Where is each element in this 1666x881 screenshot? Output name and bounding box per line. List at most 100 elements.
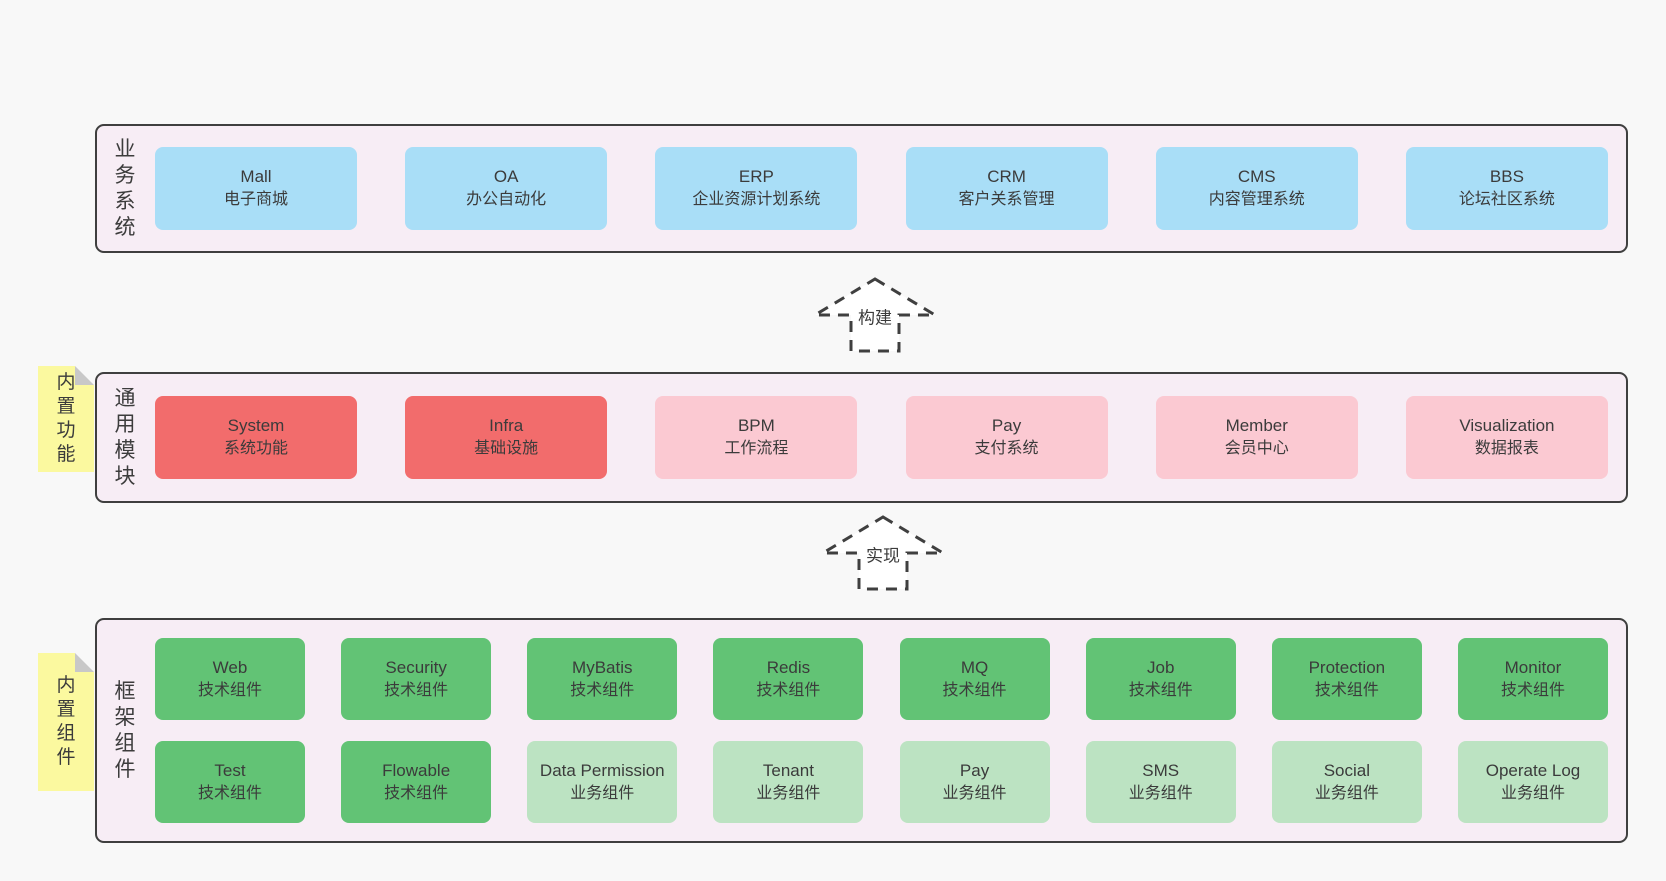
component-box-social: Social 业务组件 — [1271, 741, 1422, 823]
component-name: SMS — [1142, 760, 1180, 780]
component-name: CRM — [987, 167, 1026, 187]
component-box-erp: ERP 企业资源计划系统 — [655, 147, 858, 230]
component-name: Web — [212, 657, 248, 677]
component-box-pay: Pay 业务组件 — [899, 741, 1050, 823]
component-name: Job — [1146, 657, 1175, 677]
component-row: Mall 电子商城 OA 办公自动化 ERP 企业资源计划系统 CRM 客户关系管理 CMS 内容… — [155, 147, 1608, 230]
sticky-note-builtin-components: 内置组件 — [38, 653, 94, 791]
component-name: Mall — [240, 167, 272, 187]
component-desc: 技术组件 — [570, 681, 635, 699]
component-desc: 技术组件 — [197, 784, 262, 802]
component-desc: 企业资源计划系统 — [692, 191, 821, 209]
sticky-label: 内置组件 — [56, 675, 76, 768]
folded-corner-icon — [75, 653, 94, 672]
band-label-business-systems: 业务系统 — [114, 137, 136, 239]
component-desc: 业务组件 — [942, 784, 1007, 802]
component-desc: 技术组件 — [756, 681, 821, 699]
component-box-mq: MQ 技术组件 — [899, 638, 1050, 720]
component-box-monitor: Monitor 技术组件 — [1457, 638, 1608, 720]
component-name: Data Permission — [539, 760, 665, 780]
component-box-job: Job 技术组件 — [1085, 638, 1236, 720]
arrow-implement: 实现 — [820, 514, 946, 592]
folded-corner-icon — [75, 366, 94, 385]
component-box-visualization: Visualization 数据报表 — [1405, 396, 1608, 479]
component-name: Pay — [959, 760, 990, 780]
component-desc: 工作流程 — [724, 440, 789, 458]
component-desc: 技术组件 — [942, 681, 1007, 699]
component-desc: 技术组件 — [384, 784, 449, 802]
component-name: Redis — [766, 657, 811, 677]
component-name: Test — [214, 760, 246, 780]
component-desc: 业务组件 — [1128, 784, 1193, 802]
component-desc: 技术组件 — [197, 681, 262, 699]
component-desc: 会员中心 — [1224, 440, 1289, 458]
component-desc: 数据报表 — [1474, 440, 1539, 458]
component-desc: 技术组件 — [384, 681, 449, 699]
component-desc: 客户关系管理 — [958, 191, 1055, 209]
component-name: Social — [1323, 760, 1370, 780]
component-name: BBS — [1489, 167, 1524, 187]
sticky-label: 内置功能 — [56, 372, 76, 465]
component-box-tenant: Tenant 业务组件 — [713, 741, 864, 823]
arrow-implement-label: 实现 — [862, 540, 904, 568]
component-box-member: Member 会员中心 — [1155, 396, 1358, 479]
component-box-web: Web 技术组件 — [155, 638, 305, 720]
band-boxes: Mall 电子商城 OA 办公自动化 ERP 企业资源计划系统 CRM 客户关系管理 CMS 内容… — [155, 126, 1608, 251]
component-name: ERP — [738, 167, 774, 187]
component-desc: 业务组件 — [1500, 784, 1565, 802]
component-box-redis: Redis 技术组件 — [713, 638, 864, 720]
component-box-cms: CMS 内容管理系统 — [1155, 147, 1358, 230]
component-desc: 论坛社区系统 — [1458, 191, 1555, 209]
component-name: Infra — [489, 416, 524, 436]
component-name: System — [227, 416, 285, 436]
component-name: Protection — [1308, 657, 1386, 677]
component-box-mybatis: MyBatis 技术组件 — [527, 638, 678, 720]
component-name: OA — [493, 167, 519, 187]
component-box-sms: SMS 业务组件 — [1085, 741, 1236, 823]
band-label-common-modules: 通用模块 — [114, 386, 136, 488]
component-box-operate-log: Operate Log 业务组件 — [1457, 741, 1608, 823]
component-name: MyBatis — [572, 657, 633, 677]
component-name: Pay — [991, 416, 1022, 436]
band-business-systems: 业务系统 Mall 电子商城 OA 办公自动化 ERP 企业资源计划系统 CRM 客户关系管理… — [95, 124, 1628, 253]
component-box-pay: Pay 支付系统 — [905, 396, 1108, 479]
component-desc: 技术组件 — [1314, 681, 1379, 699]
component-name: CMS — [1237, 167, 1276, 187]
component-box-test: Test 技术组件 — [155, 741, 305, 823]
component-name: Tenant — [762, 760, 814, 780]
component-desc: 技术组件 — [1500, 681, 1565, 699]
component-box-crm: CRM 客户关系管理 — [905, 147, 1108, 230]
component-name: Operate Log — [1485, 760, 1581, 780]
component-desc: 办公自动化 — [466, 191, 547, 209]
component-desc: 电子商城 — [223, 191, 288, 209]
component-name: Member — [1225, 416, 1288, 436]
component-desc: 业务组件 — [756, 784, 821, 802]
component-box-mall: Mall 电子商城 — [155, 147, 357, 230]
band-label-framework-components: 框架组件 — [114, 679, 136, 781]
component-desc: 支付系统 — [974, 440, 1039, 458]
component-desc: 业务组件 — [1314, 784, 1379, 802]
arrow-build: 构建 — [812, 276, 938, 354]
arrow-build-label: 构建 — [854, 302, 896, 330]
component-name: Visualization — [1459, 416, 1555, 436]
component-box-oa: OA 办公自动化 — [405, 147, 608, 230]
component-desc: 技术组件 — [1128, 681, 1193, 699]
component-name: MQ — [960, 657, 989, 677]
component-name: Monitor — [1504, 657, 1562, 677]
component-box-bbs: BBS 论坛社区系统 — [1405, 147, 1608, 230]
component-desc: 内容管理系统 — [1208, 191, 1305, 209]
component-name: Flowable — [382, 760, 451, 780]
